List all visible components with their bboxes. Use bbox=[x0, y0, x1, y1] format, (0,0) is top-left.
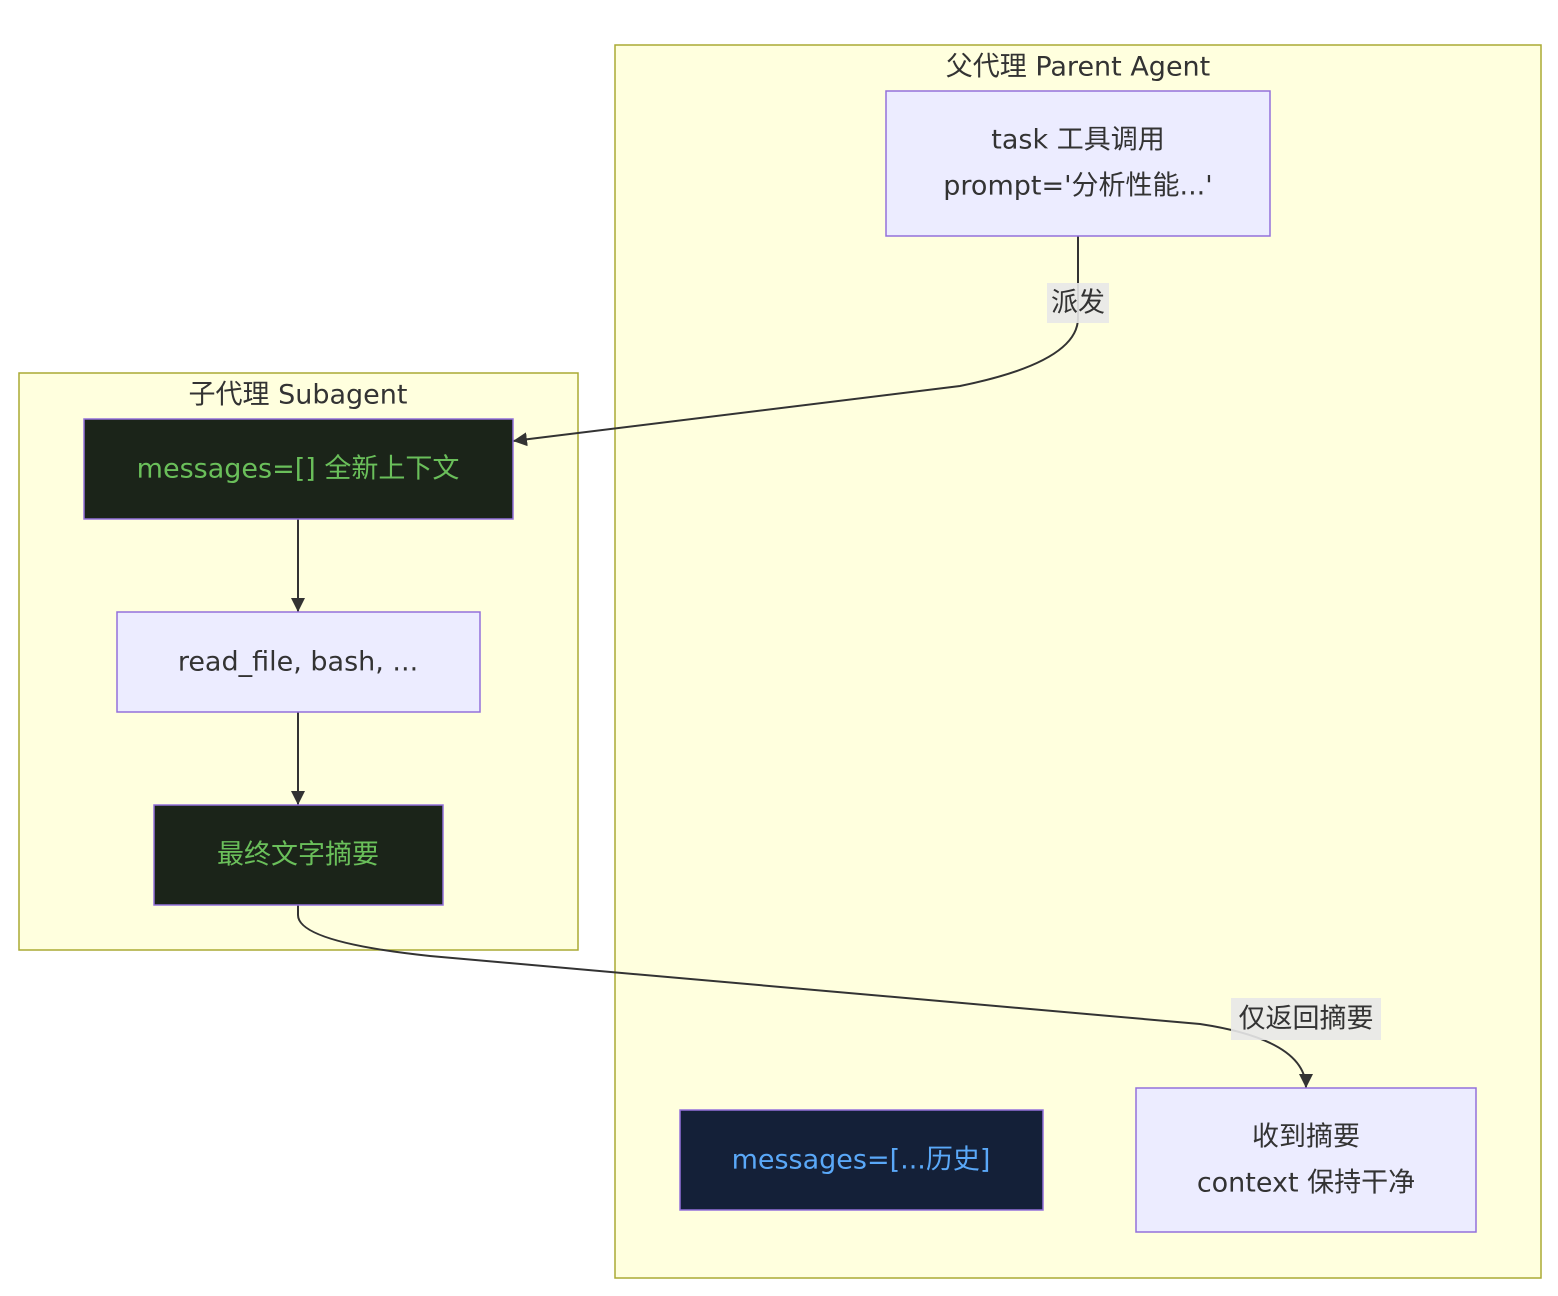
edge-label-dispatch: 派发 bbox=[1047, 283, 1109, 323]
subagent-cluster-title: 子代理 Subagent bbox=[189, 380, 408, 411]
history-messages-node-label: messages=[...历史] bbox=[732, 1145, 991, 1176]
edge-label-return: 仅返回摘要 bbox=[1231, 998, 1381, 1040]
parent-agent-cluster-title: 父代理 Parent Agent bbox=[946, 52, 1211, 83]
receive-summary-node-line2: context 保持干净 bbox=[1197, 1168, 1415, 1199]
receive-summary-node: 收到摘要 context 保持干净 bbox=[1135, 1087, 1477, 1233]
edge-return-summary bbox=[297, 905, 1313, 1089]
tools-node-label: read_file, bash, ... bbox=[178, 647, 418, 678]
history-messages-node-box bbox=[679, 1109, 1044, 1211]
edge-label-dispatch-bg bbox=[1047, 283, 1109, 323]
fresh-context-node-label: messages=[] 全新上下文 bbox=[137, 454, 460, 485]
task-tool-call-node-box bbox=[885, 90, 1271, 237]
edge-label-dispatch-text: 派发 bbox=[1051, 288, 1105, 319]
receive-summary-node-box bbox=[1135, 1087, 1477, 1233]
final-summary-node-box bbox=[153, 804, 444, 906]
edge-label-return-text: 仅返回摘要 bbox=[1239, 1004, 1374, 1035]
tools-node-box bbox=[116, 611, 481, 713]
edges bbox=[291, 236, 1313, 1089]
task-tool-call-node-line2: prompt='分析性能...' bbox=[943, 171, 1212, 202]
task-tool-call-node: task 工具调用 prompt='分析性能...' bbox=[885, 90, 1271, 237]
fresh-context-node-box bbox=[83, 418, 514, 520]
final-summary-node: 最终文字摘要 bbox=[153, 804, 444, 906]
edge-dispatch bbox=[512, 236, 1079, 447]
edge-label-return-bg bbox=[1231, 998, 1381, 1040]
final-summary-node-label: 最终文字摘要 bbox=[217, 840, 379, 871]
history-messages-node: messages=[...历史] bbox=[679, 1109, 1044, 1211]
fresh-context-node: messages=[] 全新上下文 bbox=[83, 418, 514, 520]
receive-summary-node-line1: 收到摘要 bbox=[1252, 1122, 1360, 1153]
task-tool-call-node-line1: task 工具调用 bbox=[991, 125, 1164, 156]
tools-node: read_file, bash, ... bbox=[116, 611, 481, 713]
